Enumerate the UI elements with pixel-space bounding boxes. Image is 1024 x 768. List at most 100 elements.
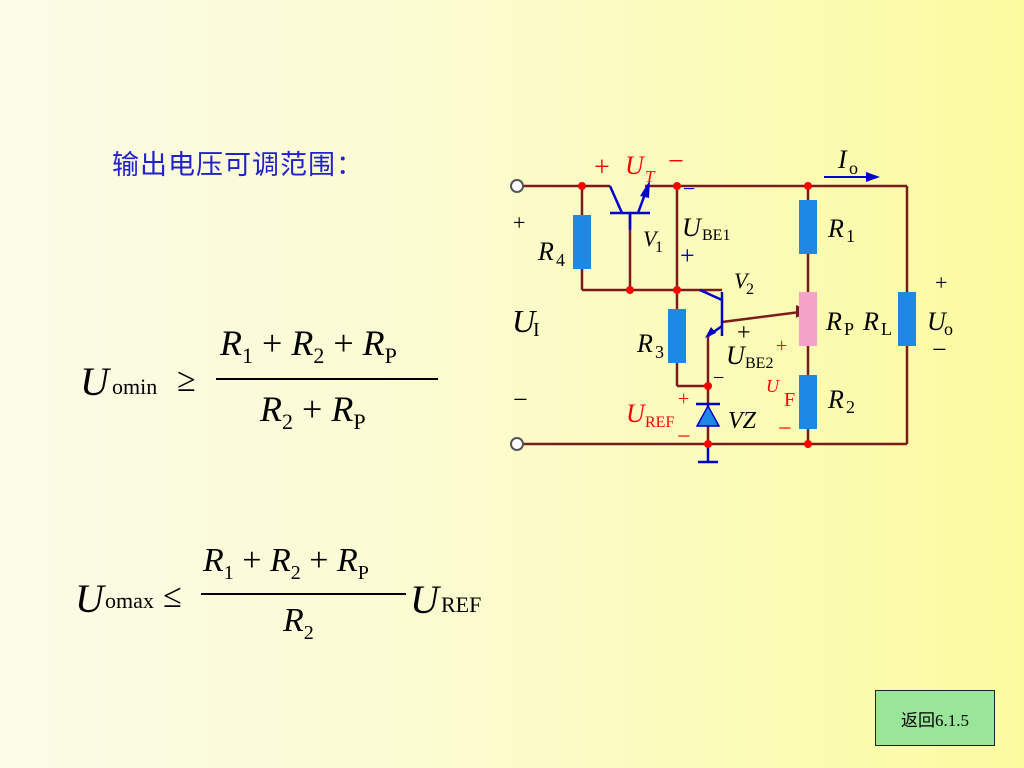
r1-sub: 1: [846, 226, 855, 246]
formula-min-lhs: U: [80, 359, 109, 404]
num-plus: +: [309, 542, 329, 579]
uf-label: U: [766, 376, 780, 396]
num-r: R: [291, 323, 314, 363]
num-sub: 1: [223, 561, 234, 584]
node: [673, 182, 681, 190]
num-sub: 2: [313, 343, 325, 369]
ui-minus: −: [513, 385, 528, 414]
fraction-bar: [216, 378, 438, 380]
rp-label: R: [825, 307, 842, 336]
ut-minus: −: [668, 146, 684, 177]
resistor-rl: [898, 292, 916, 346]
uo-plus: +: [935, 270, 947, 295]
io-sub: o: [849, 158, 858, 178]
formula-uomin: U omin ≥ R1 + R2 + RP R2 + RP: [80, 322, 460, 447]
ube1-label: U: [682, 213, 703, 242]
node: [704, 440, 712, 448]
uref-sub: REF: [645, 414, 674, 431]
num-r: R: [220, 323, 242, 363]
num-r: R: [269, 542, 291, 579]
r3-sub: 3: [655, 342, 664, 362]
uo-sub: o: [944, 319, 953, 339]
fraction-bar: [201, 593, 406, 595]
formula-uomax: U omax ≤ R1 + R2 + RP R2 U REF: [75, 540, 515, 660]
num-r: R: [336, 542, 358, 579]
uf-plus: +: [776, 335, 787, 357]
ui-label: U: [512, 303, 537, 339]
resistor-r1: [799, 200, 817, 254]
num-sub: P: [384, 343, 397, 369]
num-sub: P: [357, 561, 369, 584]
ut-sub: T: [645, 167, 656, 186]
node: [704, 382, 712, 390]
uf-sub: F: [784, 389, 795, 411]
node: [626, 286, 634, 294]
r2-label: R: [827, 385, 844, 414]
ube1-sub: BE1: [702, 227, 730, 244]
resistor-r4: [573, 215, 591, 269]
node: [673, 286, 681, 294]
ube2-sub: BE2: [745, 355, 773, 372]
uo-minus: −: [932, 335, 947, 364]
num-r: R: [362, 323, 385, 363]
r2-sub: 2: [846, 397, 855, 417]
ube2-minus: −: [713, 367, 724, 389]
section-title: 输出电压可调范围：: [112, 150, 364, 181]
back-button[interactable]: 返回6.1.5: [875, 690, 995, 746]
zener-diode-vz: [695, 404, 721, 427]
formula-min-lhs-sub: omin: [112, 374, 158, 399]
io-label: I: [837, 145, 848, 174]
resistor-rp: [799, 292, 817, 346]
ube2-label: U: [726, 341, 747, 370]
r4-sub: 4: [556, 250, 565, 270]
uref-label: U: [626, 399, 647, 428]
uref-plus: +: [678, 388, 689, 410]
num-sub: 1: [242, 343, 253, 369]
formula-max-numerator: R1 + R2 + RP: [203, 542, 369, 585]
num-plus: +: [333, 323, 354, 363]
formula-max-op: ≤: [163, 578, 182, 615]
resistor-r3: [668, 309, 686, 363]
ut-plus: +: [594, 152, 610, 183]
ube2-plus: +: [737, 320, 751, 346]
den-sub: 2: [282, 409, 293, 435]
v1-label: V: [643, 226, 659, 251]
rp-sub: P: [844, 319, 854, 339]
ui-sub: I: [533, 319, 540, 341]
vz-label: VZ: [728, 408, 757, 434]
formula-max-factor: U: [410, 577, 439, 622]
num-sub: 2: [290, 561, 301, 584]
formula-min-op: ≥: [177, 362, 196, 399]
ube1-minus: −: [683, 176, 695, 201]
den-plus: +: [302, 389, 323, 429]
formula-max-factor-sub: REF: [441, 592, 482, 617]
node: [804, 182, 812, 190]
den-sub: P: [353, 409, 366, 435]
rl-label: R: [862, 307, 879, 336]
uref-minus: −: [677, 424, 691, 450]
r3-label: R: [636, 329, 653, 358]
formula-max-lhs: U: [75, 576, 104, 621]
v2-label: V: [734, 268, 750, 293]
resistor-r2: [799, 375, 817, 429]
ut-label: U: [625, 151, 646, 180]
den-r: R: [331, 389, 354, 429]
uf-minus: −: [778, 416, 792, 442]
junction-nodes: [578, 182, 812, 448]
v1-sub: 1: [655, 239, 663, 256]
den-sub: 2: [303, 621, 314, 644]
v2-emitter-arrow: [705, 327, 716, 338]
num-plus: +: [242, 542, 262, 579]
num-plus: +: [262, 323, 283, 363]
rl-sub: L: [881, 319, 892, 339]
r4-label: R: [537, 237, 554, 266]
r1-label: R: [827, 214, 844, 243]
den-r: R: [260, 389, 282, 429]
node: [804, 440, 812, 448]
ube1-plus: +: [680, 241, 695, 270]
ui-plus: +: [513, 210, 525, 235]
den-r: R: [283, 602, 304, 639]
num-r: R: [203, 542, 224, 579]
v2-sub: 2: [746, 281, 754, 298]
